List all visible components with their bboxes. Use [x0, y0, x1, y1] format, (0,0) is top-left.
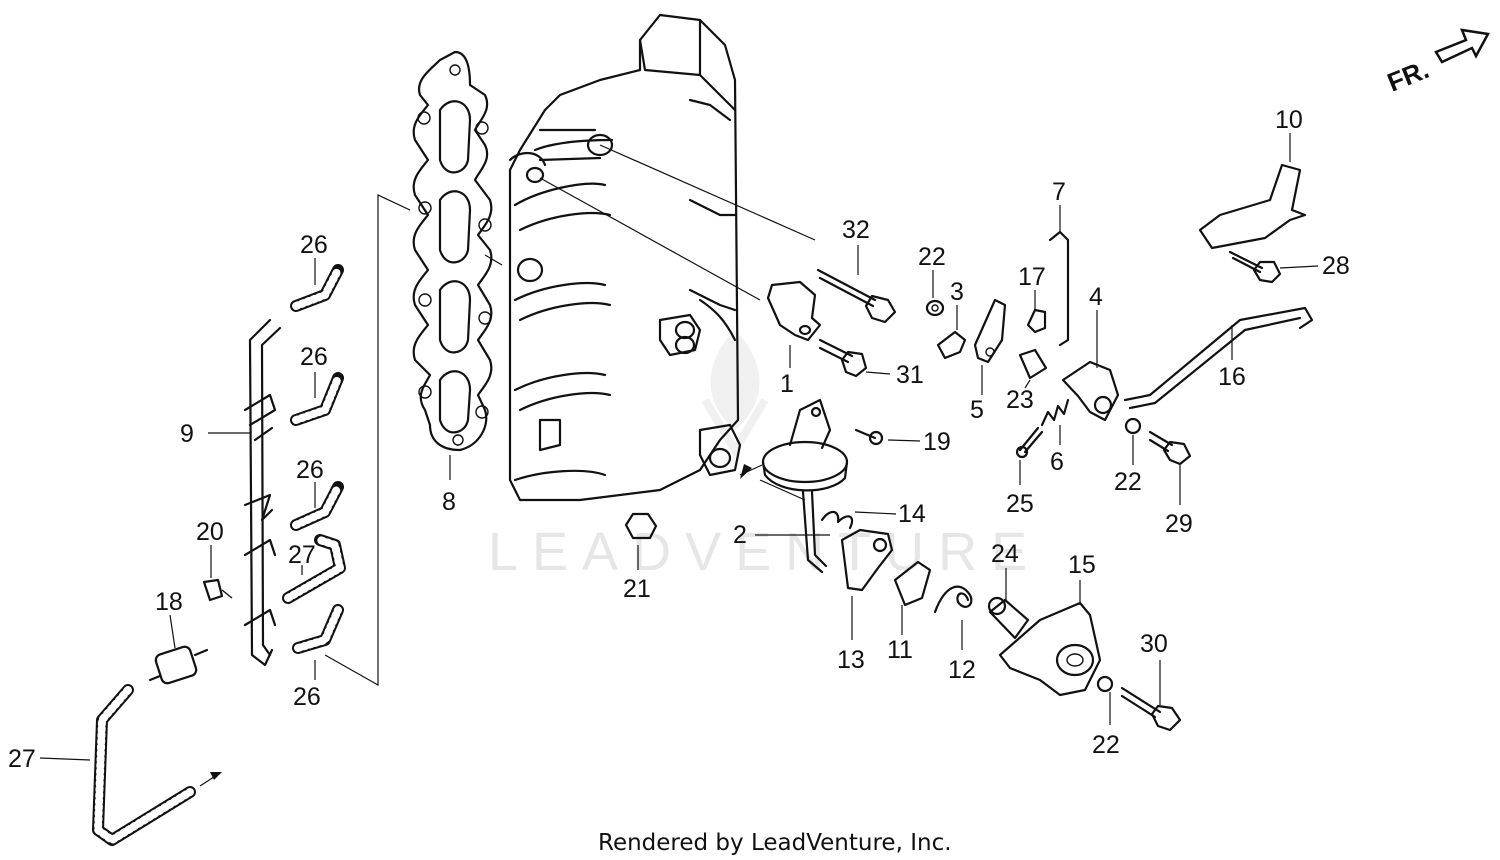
- hose-27-short: [282, 534, 346, 604]
- callout-26-c: 26: [296, 456, 324, 484]
- hose-26-top: [290, 264, 344, 312]
- bolt-31: [818, 338, 868, 378]
- callout-28: 28: [1322, 252, 1350, 280]
- watermark-logo: [701, 330, 769, 458]
- washer-22-bottom: [1096, 675, 1114, 693]
- callout-26-b: 26: [300, 343, 328, 371]
- link-5: [973, 298, 1007, 364]
- bolt-29: [1148, 430, 1192, 466]
- callout-15: 15: [1068, 551, 1096, 579]
- spring-12: [933, 585, 973, 614]
- washer-22-top: [925, 299, 945, 317]
- callout-14: 14: [898, 500, 926, 528]
- callout-18: 18: [155, 588, 183, 616]
- callout-4: 4: [1089, 283, 1103, 311]
- callout-3: 3: [950, 278, 964, 306]
- leader-manifold-to-1: [539, 177, 761, 301]
- plate-11: [893, 560, 932, 607]
- callout-2: 2: [733, 521, 747, 549]
- collar-24: [987, 596, 1030, 640]
- fuel-filter: [148, 645, 209, 685]
- washer-22-right: [1124, 417, 1142, 435]
- nut-21: [624, 512, 658, 540]
- callout-7: 7: [1052, 178, 1066, 206]
- hose-clip: [202, 578, 233, 602]
- callout-27-short: 27: [288, 541, 316, 569]
- callout-23: 23: [1006, 386, 1034, 414]
- clip-3: [936, 330, 967, 360]
- callout-22-bottom: 22: [1092, 731, 1120, 759]
- fuel-pipe: [243, 318, 282, 667]
- clip-17: [1026, 308, 1047, 334]
- callout-24: 24: [991, 540, 1019, 568]
- callout-26-d: 26: [293, 683, 321, 711]
- bolt-32: [816, 268, 897, 324]
- watermark-text: LEADVENTURE: [488, 522, 1041, 582]
- screw-19: [854, 428, 884, 446]
- callout-31: 31: [896, 361, 924, 389]
- hose-group-bracket-line: [484, 254, 503, 266]
- spring-6: [1040, 398, 1070, 427]
- intake-manifold: [508, 13, 742, 502]
- rod-16: [1123, 306, 1314, 410]
- callout-10: 10: [1275, 106, 1303, 134]
- hose-27-long: [92, 684, 222, 846]
- leader-manifold-to-32: [599, 144, 816, 241]
- callout-1: 1: [780, 370, 794, 398]
- callout-9: 9: [180, 420, 194, 448]
- hose-26-lower-mid: [290, 481, 344, 531]
- callout-27-long: 27: [8, 745, 36, 773]
- callout-29: 29: [1165, 510, 1193, 538]
- front-direction-label: FR.: [1383, 54, 1433, 98]
- callout-30: 30: [1140, 630, 1168, 658]
- manifold-gasket: [412, 50, 493, 452]
- render-credit: Rendered by LeadVenture, Inc.: [598, 830, 952, 856]
- hose-26-bottom: [292, 604, 344, 654]
- bracket-10: [1198, 163, 1307, 250]
- callout-22-right: 22: [1114, 468, 1142, 496]
- collar-23: [1018, 348, 1048, 380]
- callout-26-a: 26: [300, 231, 328, 259]
- spring-14: [820, 510, 854, 530]
- leader-2-line: [759, 479, 806, 501]
- callout-19: 19: [923, 428, 951, 456]
- callout-12: 12: [948, 656, 976, 684]
- callout-6: 6: [1050, 448, 1064, 476]
- callout-13: 13: [837, 646, 865, 674]
- callout-22-top: 22: [918, 243, 946, 271]
- hose-group-bracket: [324, 194, 411, 687]
- leader-lines: [39, 133, 1319, 761]
- callout-11: 11: [887, 636, 913, 664]
- callout-8: 8: [442, 488, 456, 516]
- throttle-cam-1: [766, 280, 822, 342]
- screw-25: [1015, 426, 1044, 459]
- rod-7: [1048, 230, 1070, 347]
- callout-25: 25: [1006, 490, 1034, 518]
- callout-labels: 1 2 3 4 5 6 7 8 9 10 11 12 13 14 15 16 1…: [8, 106, 1350, 773]
- bracket-15: [998, 601, 1102, 697]
- callout-16: 16: [1218, 363, 1246, 391]
- callout-17: 17: [1018, 263, 1046, 291]
- callout-20: 20: [196, 518, 224, 546]
- callout-21: 21: [623, 575, 651, 603]
- throttle-arm-13: [840, 528, 894, 592]
- hose-26-upper-mid: [290, 372, 344, 426]
- callout-32: 32: [842, 216, 870, 244]
- bolt-28: [1228, 250, 1282, 284]
- front-direction-arrow-icon: FR.: [1383, 28, 1490, 98]
- vacuum-diaphragm: [761, 398, 849, 574]
- bolt-30: [1120, 686, 1182, 732]
- lever-4: [1061, 360, 1120, 422]
- callout-5: 5: [970, 396, 984, 424]
